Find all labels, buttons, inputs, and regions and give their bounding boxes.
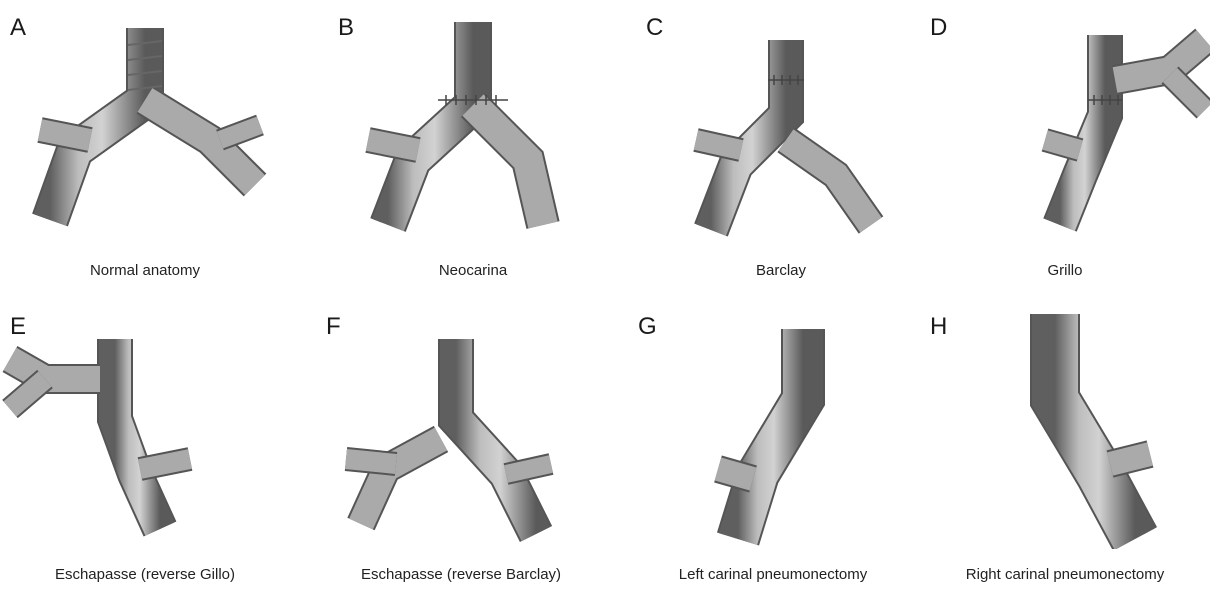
- panel-c: C Barclay: [636, 0, 926, 299]
- panel-caption: Grillo: [920, 262, 1210, 279]
- panel-caption: Normal anatomy: [0, 262, 290, 279]
- panel-b: B Neocarina: [328, 0, 618, 299]
- airway-diagram-eschapasse-reverse-gillo: [0, 299, 290, 549]
- panel-d: D Grillo: [920, 0, 1210, 299]
- airway-diagram-grillo: [920, 0, 1210, 250]
- panel-caption: Right carinal pneumonectomy: [920, 566, 1210, 583]
- airway-diagram-normal: [0, 0, 290, 250]
- airway-diagram-barclay: [636, 0, 926, 250]
- airway-diagram-right-carinal-pneumonectomy: [920, 299, 1210, 549]
- panel-caption: Barclay: [636, 262, 926, 279]
- panel-f: F Eschapasse (reverse Barclay): [316, 299, 606, 598]
- panel-caption: Neocarina: [328, 262, 618, 279]
- airway-diagram-eschapasse-reverse-barclay: [316, 299, 606, 549]
- airway-diagram-left-carinal-pneumonectomy: [628, 299, 918, 549]
- panel-e: E Eschapasse (reverse Gillo): [0, 299, 290, 598]
- panel-g: G Left carinal pneumonectomy: [628, 299, 918, 598]
- panel-a: A Normal anatomy: [0, 0, 290, 299]
- panel-caption: Eschapasse (reverse Gillo): [0, 566, 290, 583]
- panel-caption: Left carinal pneumonectomy: [628, 566, 918, 583]
- panel-caption: Eschapasse (reverse Barclay): [316, 566, 606, 583]
- panel-h: H Right carinal pneumonectomy: [920, 299, 1210, 598]
- airway-diagram-neocarina: [328, 0, 618, 250]
